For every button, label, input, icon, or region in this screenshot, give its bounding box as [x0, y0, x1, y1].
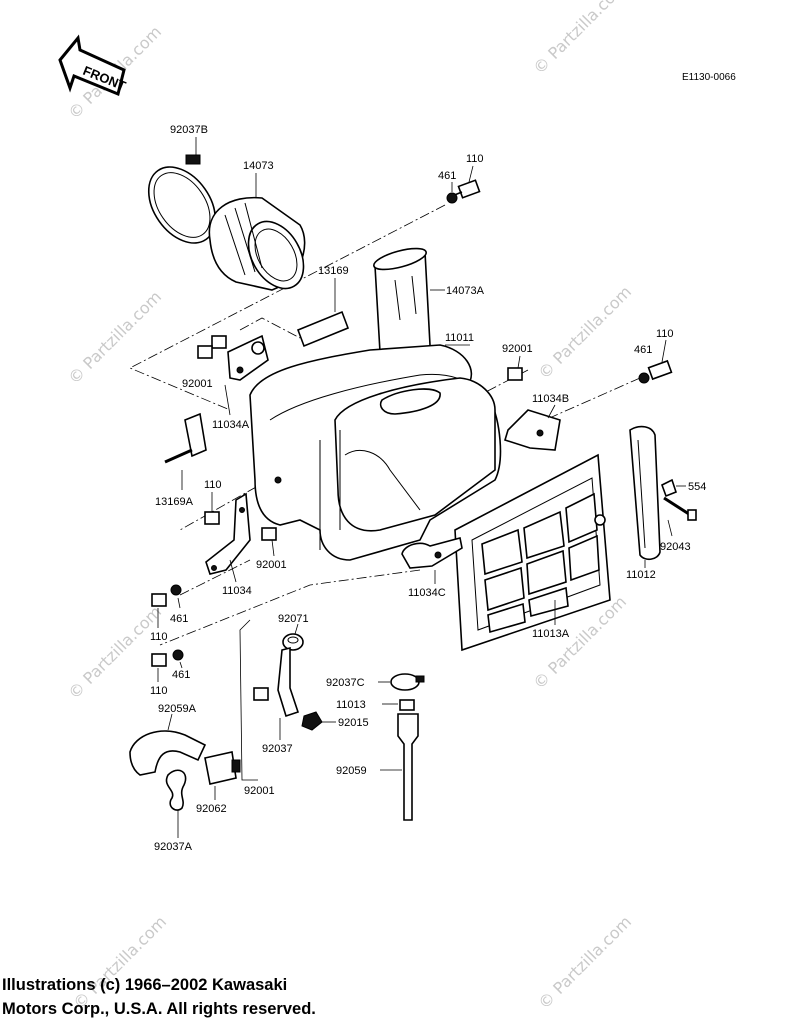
- bolt-110-b: [638, 339, 673, 384]
- grommet-92071: [282, 623, 304, 651]
- label-92001-b: 92001: [182, 378, 213, 390]
- label-92059A: 92059A: [158, 703, 197, 715]
- drain-tube-92059: [380, 713, 419, 821]
- label-554: 554: [688, 481, 706, 493]
- cap-11013: [382, 699, 415, 711]
- watermark: © Partzilla.com: [534, 912, 635, 1013]
- watermark: © Partzilla.com: [534, 282, 635, 383]
- bracket-11034B: [504, 404, 561, 451]
- label-13169: 13169: [318, 265, 349, 277]
- part-labels: 92037B 14073 110 461 13169 14073A 11011 …: [150, 124, 706, 853]
- bracket-92037: [253, 646, 300, 740]
- label-110-c: 110: [204, 479, 222, 491]
- label-13169A: 13169A: [155, 496, 194, 508]
- label-92037C: 92037C: [326, 677, 365, 689]
- filter-element-11012: [629, 425, 661, 568]
- watermark: © Partzilla.com: [529, 0, 630, 78]
- label-461-c: 461: [170, 613, 188, 625]
- bolt-92001-b: [507, 355, 523, 381]
- bolt-110-e: [151, 649, 184, 682]
- copyright-line-1: Illustrations (c) 1966–2002 Kawasaki: [2, 976, 288, 994]
- label-461-a: 461: [438, 170, 456, 182]
- label-461-b: 461: [634, 344, 652, 356]
- label-92001-d: 92001: [244, 785, 275, 797]
- label-92001-a: 92001: [502, 343, 533, 355]
- bolt-92043: [663, 496, 697, 537]
- plug-92062: [204, 751, 241, 800]
- label-92043: 92043: [660, 541, 691, 553]
- clip-92037A: [165, 769, 187, 838]
- label-92037B: 92037B: [170, 124, 208, 136]
- air-box-11011: [249, 344, 502, 561]
- label-461-d: 461: [172, 669, 190, 681]
- bracket-13169A: [164, 412, 207, 490]
- filter-cover-11013A: [454, 453, 611, 652]
- label-92071: 92071: [278, 613, 309, 625]
- bracket-11034C: [401, 537, 463, 584]
- label-110-a: 110: [466, 153, 484, 165]
- label-11034C: 11034C: [408, 587, 446, 599]
- bracket-11034A: [197, 334, 269, 416]
- label-92015: 92015: [338, 717, 369, 729]
- assembly-lines: [129, 204, 641, 646]
- plate-13169: [296, 278, 350, 348]
- label-110-e: 110: [150, 685, 168, 697]
- hose-clamp-92037B: [147, 137, 217, 244]
- label-110-b: 110: [656, 328, 674, 340]
- bolt-110-c: [204, 492, 220, 525]
- label-92037: 92037: [262, 743, 293, 755]
- clip-554: [661, 478, 686, 498]
- label-11013: 11013: [336, 699, 366, 711]
- air-intake-14073A: [373, 247, 445, 362]
- label-14073A: 14073A: [446, 285, 485, 297]
- bolt-92001-c: [261, 527, 277, 557]
- label-11034B: 11034B: [532, 393, 569, 405]
- bracket-11034: [205, 492, 251, 583]
- label-14073: 14073: [243, 160, 274, 172]
- front-arrow-icon: FRONT: [58, 34, 128, 97]
- copyright-line-2: Motors Corp., U.S.A. All rights reserved…: [2, 1000, 316, 1018]
- clamp-92037C: [378, 673, 425, 691]
- label-11034: 11034: [222, 585, 252, 597]
- label-11012: 11012: [626, 569, 656, 581]
- nut-92015: [301, 711, 336, 731]
- watermark: © Partzilla.com: [64, 287, 165, 388]
- label-110-d: 110: [150, 631, 168, 643]
- label-92001-c: 92001: [256, 559, 287, 571]
- label-11011: 11011: [445, 332, 474, 344]
- label-92037A: 92037A: [154, 841, 193, 853]
- label-92059: 92059: [336, 765, 367, 777]
- bolt-110-a: [446, 165, 481, 204]
- label-11034A: 11034A: [212, 419, 250, 431]
- label-11013A: 11013A: [532, 628, 570, 640]
- air-duct-14073: [208, 173, 306, 291]
- label-92062: 92062: [196, 803, 227, 815]
- hose-92059A: [129, 713, 207, 776]
- leader-92001-d: [239, 619, 258, 781]
- diagram-code: E1130-0066: [682, 72, 736, 83]
- bolt-110-d: [151, 584, 182, 628]
